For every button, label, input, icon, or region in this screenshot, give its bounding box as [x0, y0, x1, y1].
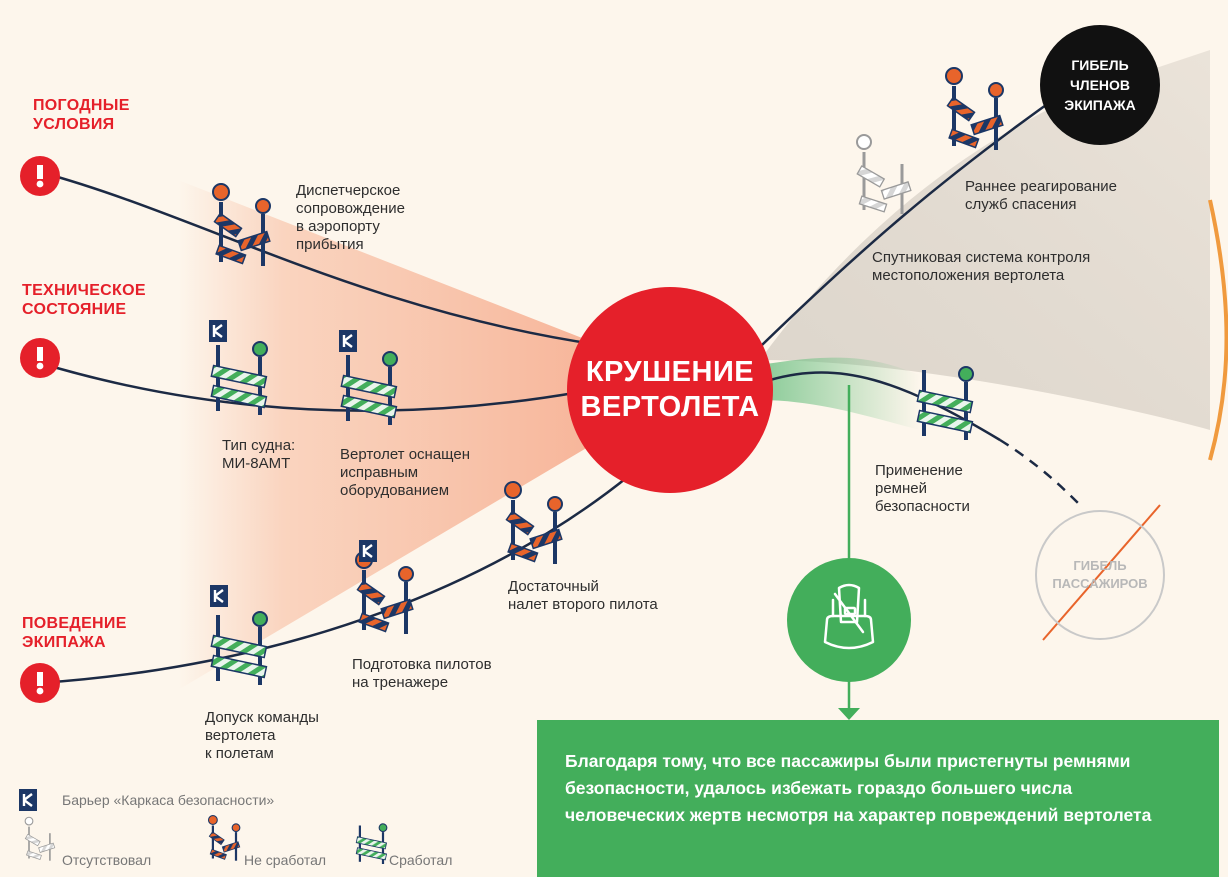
- legend-absent-label: Отсутствовал: [62, 852, 152, 868]
- barrier-label-equipment: Вертолет оснащен исправным оборудованием: [340, 446, 470, 499]
- barrier-label-vessel-type: Тип судна: МИ-8АМТ: [222, 437, 296, 472]
- legend-framework-icon: [17, 787, 39, 813]
- barrier-absent-satellite: [855, 133, 913, 216]
- barrier-label-seatbelts: Применение ремней безопасности: [875, 462, 970, 515]
- framework-badge-vessel-type: [207, 318, 229, 344]
- legend-failed-icon: [207, 814, 241, 862]
- threat-icon-crew: [20, 663, 60, 703]
- barrier-label-rescue: Раннее реагирование служб спасения: [965, 178, 1117, 213]
- barrier-label-simulator: Подготовка пилотов на тренажере: [352, 656, 492, 691]
- threat-fan: [178, 180, 600, 690]
- path-passenger-death-dashed: [999, 438, 1081, 506]
- consequence-fan-passengers: [760, 357, 920, 430]
- threat-weather-label: ПОГОДНЫЕ УСЛОВИЯ: [33, 97, 130, 133]
- barrier-label-satellite: Спутниковая система контроля местоположе…: [872, 249, 1091, 284]
- consequence-crew-death: ГИБЕЛЬ ЧЛЕНОВ ЭКИПАЖА: [1040, 25, 1160, 145]
- legend-worked-icon: [355, 822, 388, 866]
- mitigation-arrow-head: [838, 708, 860, 720]
- path-weather: [39, 170, 601, 347]
- legend-absent-icon: [24, 816, 56, 862]
- framework-badge-equipment: [337, 328, 359, 354]
- threat-technical-label: ТЕХНИЧЕСКОЕ СОСТОЯНИЕ: [22, 282, 146, 318]
- path-crew-death: [761, 93, 1061, 346]
- framework-badge-simulator: [357, 538, 379, 564]
- legend-failed-label: Не сработал: [244, 852, 327, 868]
- legend-framework-label: Барьер «Каркаса безопасности»: [62, 792, 275, 808]
- barrier-label-crew-admission: Допуск команды вертолета к полетам: [205, 709, 319, 762]
- seat-belt-icon: [823, 583, 875, 650]
- consequence-passenger-death: ГИБЕЛЬ ПАССАЖИРОВ: [1035, 510, 1165, 640]
- orange-edge: [1208, 199, 1228, 461]
- seatbelt-badge: [787, 558, 911, 682]
- framework-badge-crew-admission: [208, 583, 230, 609]
- threat-crew-label: ПОВЕДЕНИЕ ЭКИПАЖА: [22, 615, 127, 651]
- path-technical: [39, 361, 581, 412]
- barrier-worked-seatbelts: [915, 365, 975, 442]
- barrier-failed-copilot: [503, 480, 564, 566]
- legend-worked-label: Сработал: [389, 852, 453, 868]
- barrier-label-copilot: Достаточный налет второго пилота: [508, 578, 658, 613]
- consequence-fan-crew: [760, 50, 1210, 430]
- top-event-crash: КРУШЕНИЕ ВЕРТОЛЕТА: [567, 287, 773, 493]
- info-box: Благодаря тому, что все пассажиры были п…: [537, 720, 1219, 877]
- barrier-failed-rescue: [944, 66, 1005, 152]
- threat-icon-weather: [20, 156, 60, 196]
- barrier-label-dispatcher: Диспетчерское сопровождение в аэропорту …: [296, 182, 405, 253]
- threat-icon-technical: [20, 338, 60, 378]
